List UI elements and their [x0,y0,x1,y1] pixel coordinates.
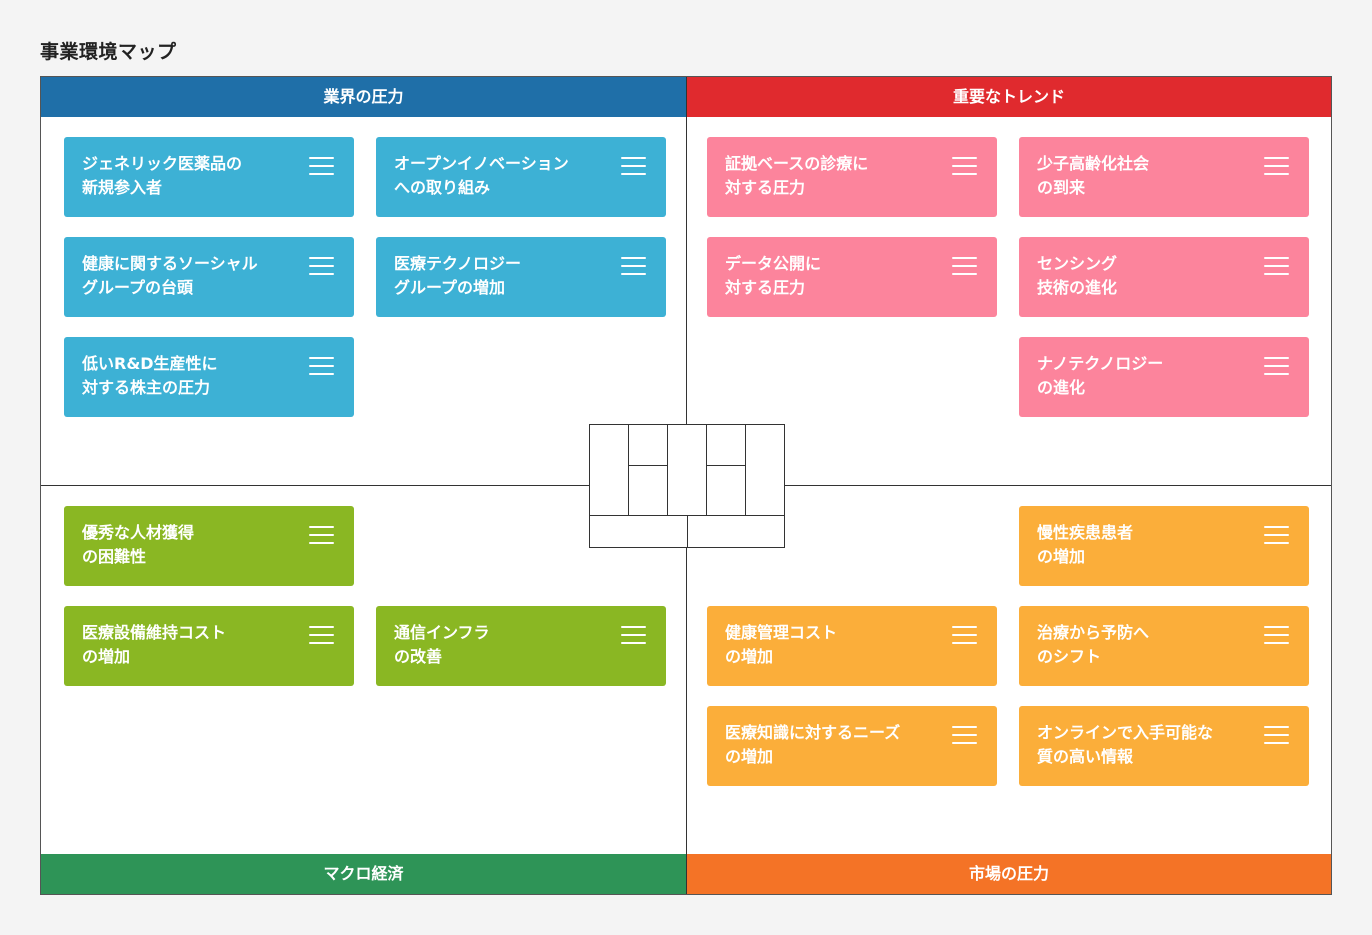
card-text: 証拠ベースの診療に対する圧力 [725,154,869,197]
hamburger-menu-icon[interactable] [309,157,334,177]
card-text: 慢性疾患患者の増加 [1037,523,1134,566]
card-text: データ公開に対する圧力 [725,254,822,297]
card-text: センシング技術の進化 [1037,254,1118,297]
card-text: 健康に関するソーシャルグループの台頭 [82,254,258,297]
industry-card[interactable]: ジェネリック医薬品の新規参入者 [64,137,354,217]
hamburger-menu-icon[interactable] [1264,626,1289,646]
industry-card[interactable]: 健康に関するソーシャルグループの台頭 [64,237,354,317]
hamburger-menu-icon[interactable] [952,157,977,177]
hamburger-menu-icon[interactable] [621,626,646,646]
hamburger-menu-icon[interactable] [621,157,646,177]
card-text: 医療設備維持コストの増加 [82,623,227,666]
macro-card[interactable]: 医療設備維持コストの増加 [64,606,354,686]
hamburger-menu-icon[interactable] [309,357,334,377]
card-text: オープンイノベーションへの取り組み [394,154,569,197]
macro-card[interactable]: 優秀な人材獲得の困難性 [64,506,354,586]
trend-card[interactable]: 証拠ベースの診療に対する圧力 [707,137,997,217]
hamburger-menu-icon[interactable] [1264,726,1289,746]
trend-card[interactable]: ナノテクノロジーの進化 [1019,337,1309,417]
card-text: ナノテクノロジーの進化 [1037,354,1164,397]
card-text: 健康管理コストの増加 [725,623,838,666]
card-text: 優秀な人材獲得の困難性 [82,523,195,566]
quadrant-header-market-pressure: 市場の圧力 [687,854,1331,894]
quadrant-header-industry-pressure: 業界の圧力 [41,77,686,117]
market-card[interactable]: 慢性疾患患者の増加 [1019,506,1309,586]
card-text: 少子高齢化社会の到来 [1037,154,1150,197]
card-text: 低いR&D生産性に対する株主の圧力 [82,354,218,397]
hamburger-menu-icon[interactable] [952,626,977,646]
hamburger-menu-icon[interactable] [1264,257,1289,277]
industry-card[interactable]: オープンイノベーションへの取り組み [376,137,666,217]
card-text: 通信インフラの改善 [394,623,490,666]
quadrant-header-macro-economy: マクロ経済 [41,854,686,894]
hamburger-menu-icon[interactable] [309,526,334,546]
macro-card[interactable]: 通信インフラの改善 [376,606,666,686]
hamburger-menu-icon[interactable] [1264,357,1289,377]
trend-card[interactable]: センシング技術の進化 [1019,237,1309,317]
quadrant-header-key-trends: 重要なトレンド [687,77,1331,117]
hamburger-menu-icon[interactable] [1264,526,1289,546]
business-model-canvas-icon [589,424,785,548]
hamburger-menu-icon[interactable] [309,257,334,277]
business-environment-map: 業界の圧力 重要なトレンド マクロ経済 市場の圧力 ジェネリック医薬品の新規参入… [40,76,1332,895]
hamburger-menu-icon[interactable] [621,257,646,277]
industry-card[interactable]: 低いR&D生産性に対する株主の圧力 [64,337,354,417]
card-text: ジェネリック医薬品の新規参入者 [82,154,243,197]
hamburger-menu-icon[interactable] [952,726,977,746]
card-text: 医療知識に対するニーズの増加 [725,723,901,766]
hamburger-menu-icon[interactable] [309,626,334,646]
card-text: オンラインで入手可能な質の高い情報 [1037,723,1214,766]
market-card[interactable]: オンラインで入手可能な質の高い情報 [1019,706,1309,786]
card-text: 医療テクノロジーグループの増加 [394,254,522,297]
hamburger-menu-icon[interactable] [1264,157,1289,177]
trend-card[interactable]: データ公開に対する圧力 [707,237,997,317]
trend-card[interactable]: 少子高齢化社会の到来 [1019,137,1309,217]
hamburger-menu-icon[interactable] [952,257,977,277]
card-text: 治療から予防へのシフト [1037,623,1150,666]
page-title: 事業環境マップ [40,41,177,63]
market-card[interactable]: 医療知識に対するニーズの増加 [707,706,997,786]
industry-card[interactable]: 医療テクノロジーグループの増加 [376,237,666,317]
market-card[interactable]: 治療から予防へのシフト [1019,606,1309,686]
market-card[interactable]: 健康管理コストの増加 [707,606,997,686]
